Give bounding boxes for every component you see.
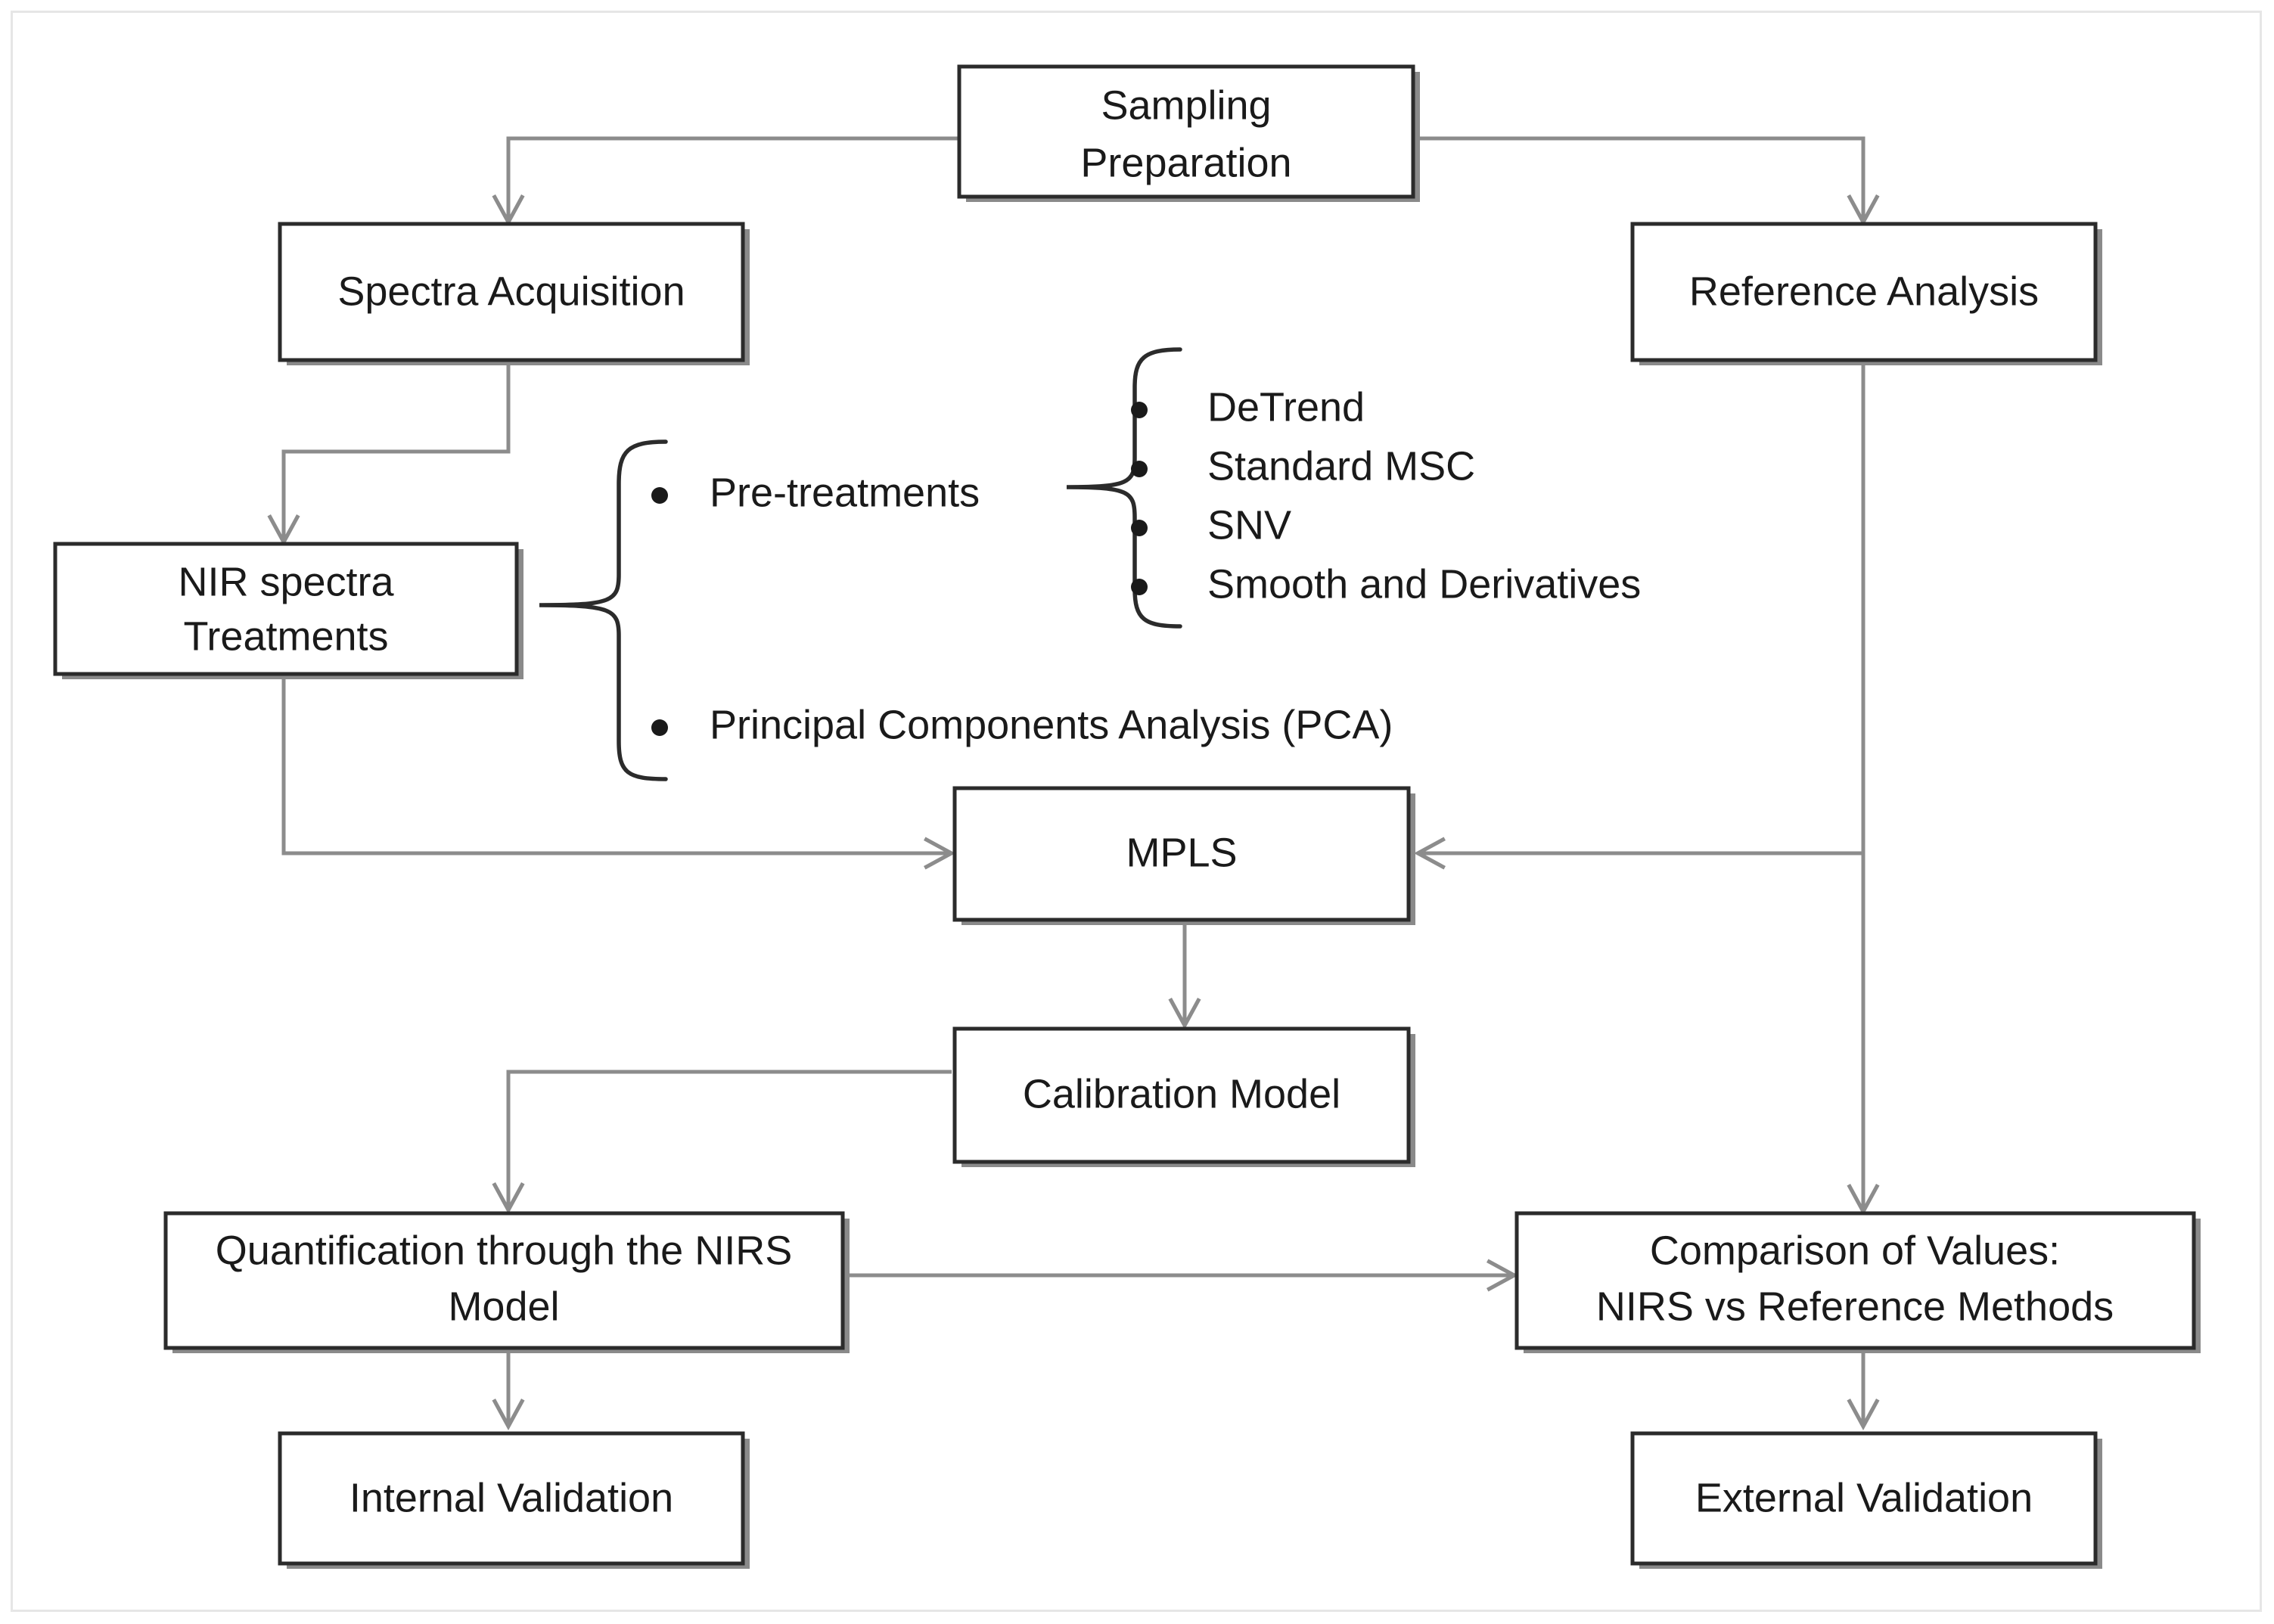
- edge-sampling-to-spectra: [492, 136, 959, 226]
- edge-nir-to-mpls: [281, 673, 955, 870]
- node-spectra-acquisition[interactable]: Spectra Acquisition: [278, 222, 750, 365]
- internal-validation-box: [278, 1431, 745, 1566]
- edge-spectra-to-nir: [267, 360, 511, 546]
- list-item-snv: SNV: [1207, 502, 1291, 548]
- bullet-dot-smooth-derivatives: [1131, 579, 1148, 595]
- nir-spectra-box: [53, 542, 519, 676]
- bullet-dot-standard-msc: [1131, 461, 1148, 477]
- treatments-group: Pre-treatments Principal Components Anal…: [539, 347, 1641, 781]
- sampling-preparation-label-line2: Preparation: [1080, 140, 1291, 185]
- spectra-acquisition-label: Spectra Acquisition: [337, 269, 685, 314]
- external-validation-label: External Validation: [1695, 1475, 2033, 1520]
- comparison-label-line2: NIRS vs Reference Methods: [1596, 1284, 2114, 1329]
- external-validation-box: [1630, 1431, 2098, 1566]
- quantification-box: [163, 1211, 845, 1350]
- node-mpls[interactable]: MPLS: [952, 786, 1415, 925]
- sampling-preparation-label-line1: Sampling: [1101, 82, 1271, 128]
- list-item-smooth-derivatives: Smooth and Derivatives: [1207, 561, 1641, 607]
- nir-spectra-label-line2: Treatments: [183, 613, 388, 659]
- quantification-label-line2: Model: [448, 1284, 559, 1329]
- nir-spectra-label-line1: NIR spectra: [178, 559, 394, 604]
- calibration-model-box: [952, 1026, 1411, 1164]
- outer-brace: [539, 439, 668, 781]
- node-nir-spectra-treatments[interactable]: NIR spectra Treatments: [53, 542, 523, 679]
- node-internal-validation[interactable]: Internal Validation: [278, 1431, 750, 1569]
- list-item-detrend: DeTrend: [1207, 384, 1365, 430]
- comparison-box: [1514, 1211, 2196, 1350]
- connector-layer: [267, 136, 1880, 1430]
- node-comparison-of-values[interactable]: Comparison of Values: NIRS vs Reference …: [1514, 1211, 2201, 1353]
- mpls-label: MPLS: [1126, 830, 1237, 875]
- list-item-standard-msc: Standard MSC: [1207, 443, 1475, 489]
- bullet-dot-detrend: [1131, 402, 1148, 418]
- node-sampling-preparation[interactable]: Sampling Preparation: [957, 64, 1420, 202]
- bullet-dot-snv: [1131, 520, 1148, 536]
- mpls-box: [952, 786, 1411, 922]
- node-reference-analysis[interactable]: Reference Analysis: [1630, 222, 2102, 365]
- node-quantification-nirs-model[interactable]: Quantification through the NIRS Model: [163, 1211, 850, 1353]
- pretreatments-brace: [1066, 347, 1182, 629]
- sampling-preparation-box: [957, 64, 1415, 199]
- list-item-pre-treatments: Pre-treatments: [710, 470, 980, 515]
- node-external-validation[interactable]: External Validation: [1630, 1431, 2102, 1569]
- bullet-dot-pca: [651, 719, 668, 736]
- reference-analysis-box: [1630, 222, 2098, 362]
- calibration-model-label: Calibration Model: [1023, 1071, 1340, 1116]
- edge-calibration-to-quantification: [492, 1070, 952, 1214]
- internal-validation-label: Internal Validation: [349, 1475, 673, 1520]
- quantification-label-line1: Quantification through the NIRS: [216, 1228, 792, 1273]
- reference-analysis-label: Reference Analysis: [1689, 269, 2039, 314]
- edge-sampling-to-reference: [1409, 136, 1880, 226]
- list-item-pca: Principal Components Analysis (PCA): [710, 702, 1393, 747]
- spectra-acquisition-box: [278, 222, 745, 362]
- bullet-dot-pre-treatments: [651, 487, 668, 504]
- comparison-label-line1: Comparison of Values:: [1650, 1228, 2060, 1273]
- node-calibration-model[interactable]: Calibration Model: [952, 1026, 1415, 1167]
